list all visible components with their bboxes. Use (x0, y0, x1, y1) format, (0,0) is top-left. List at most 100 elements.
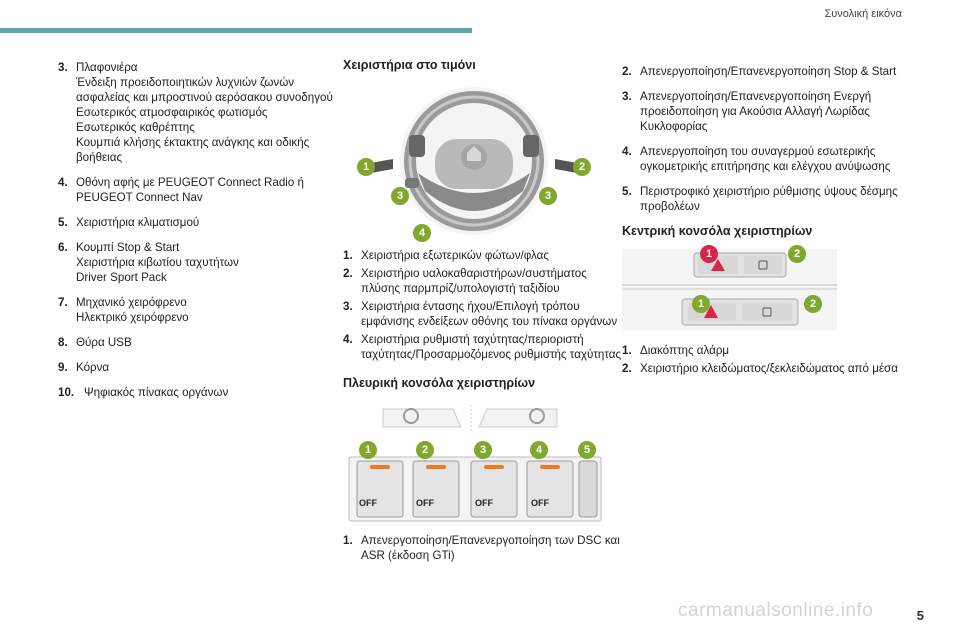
side-button-4 (526, 460, 574, 518)
steering-heading: Χειριστήρια στο τιμόνι (343, 58, 476, 72)
item-text: Χειριστήριο κλειδώματος/ξεκλειδώματος απ… (640, 361, 898, 376)
item-text: Χειριστήρια εξωτερικών φώτων/φλας (361, 248, 549, 263)
side-button-3 (470, 460, 518, 518)
item-text: Κόρνα (76, 360, 109, 375)
item-line: Driver Sport Pack (76, 271, 167, 284)
center-console-heading: Κεντρική κονσόλα χειριστηρίων (622, 224, 813, 238)
list-item: 2. Χειριστήριο υαλοκαθαριστήρων/συστήματο… (343, 266, 613, 296)
item-line: Κυκλοφορίας (640, 120, 708, 133)
side-button-1 (356, 460, 404, 518)
side-button-1-off: OFF (359, 498, 377, 508)
item-number: 4. (58, 176, 68, 189)
item-number: 1. (343, 249, 353, 262)
item-text: Θύρα USB (76, 335, 132, 350)
callout-3: 3 (391, 187, 409, 205)
center-callout-1-bottom: 1 (692, 295, 710, 313)
steering-wheel-illustration (343, 83, 605, 238)
item-number: 10. (58, 386, 75, 399)
item-text: Χειριστήρια έντασης ήχου/Επιλογή τρόπου ε… (361, 299, 617, 329)
right-column: 2. Απενεργοποίηση/Επανενεργοποίηση Stop &… (622, 64, 912, 379)
item-line: πλύσης παρμπρίζ/υπολογιστή ταξιδίου (361, 282, 560, 295)
list-item: 9. Κόρνα (58, 360, 328, 375)
item-line: προβολέων (640, 200, 700, 213)
item-line: Χειριστήρια έντασης ήχου/Επιλογή τρόπου (361, 300, 580, 313)
item-line: Ψηφιακός πίνακας οργάνων (84, 386, 229, 399)
item-line: Κουμπί Stop & Start (76, 241, 180, 254)
list-item: 1. Απενεργοποίηση/Επανενεργοποίηση των DS… (343, 533, 620, 563)
side-callout-5: 5 (578, 441, 596, 459)
page-number: 5 (916, 608, 924, 623)
list-item: 5.Περιστροφικό χειριστήριο ρύθμισης ύψου… (622, 184, 912, 214)
item-line: Χειριστήρια κιβωτίου ταχυτήτων (76, 256, 239, 269)
section-title: Συνολική εικόνα (824, 8, 902, 20)
header-accent-bar (0, 28, 472, 33)
item-line: ASR (έκδοση GTi) (361, 549, 455, 562)
item-line: Χειριστήρια εξωτερικών φώτων/φλας (361, 249, 549, 262)
item-line: Απενεργοποίηση/Επανενεργοποίηση των DSC … (361, 534, 620, 547)
center-callout-2-top: 2 (788, 245, 806, 263)
callout-4: 4 (413, 224, 431, 242)
callout-1: 1 (357, 158, 375, 176)
list-item: 2. Απενεργοποίηση/Επανενεργοποίηση Stop &… (622, 64, 912, 79)
item-line: Διακόπτης αλάρμ (640, 344, 730, 357)
item-line: εμφάνισης ενδείξεων οθόνης του πίνακα ορ… (361, 315, 618, 328)
side-callout-4: 4 (530, 441, 548, 459)
side-button-2-off: OFF (416, 498, 434, 508)
item-text: Απενεργοποίηση του συναγερμού εσωτερικής… (640, 144, 890, 174)
side-button-2 (412, 460, 460, 518)
center-list: 1. Διακόπτης αλάρμ 2. Χειριστήριο κλειδώματ… (622, 343, 912, 376)
item-line: Μηχανικό χειρόφρενο (76, 296, 187, 309)
item-line: ασφαλείας και μπροστινού αερόσακου συνοδ… (76, 91, 333, 104)
list-item: 1. Χειριστήρια εξωτερικών φώτων/φλας (343, 248, 613, 263)
item-number: 4. (343, 333, 353, 346)
item-number: 9. (58, 361, 68, 374)
list-item: 3. Χειριστήρια έντασης ήχου/Επιλογή τρόπο… (343, 299, 617, 329)
side-console-illustration (348, 405, 602, 522)
item-number: 2. (622, 362, 632, 375)
list-item: 2. Χειριστήριο κλειδώματος/ξεκλειδώματος … (622, 361, 912, 376)
side-list: 1. Απενεργοποίηση/Επανενεργοποίηση των DS… (343, 533, 620, 563)
list-item: 4. Οθόνη αφής με PEUGEOT Connect Radio ή P… (58, 175, 328, 205)
middle-column: Χειριστήρια στο τιμόνι 1 2 3 3 4 1.Χειρι… (343, 58, 621, 566)
side-button-3-off: OFF (475, 498, 493, 508)
item-line: Ηλεκτρικό χειρόφρενο (76, 311, 189, 324)
item-line: Ένδειξη προειδοποιητικών λυχνιών ζωνών (76, 76, 295, 89)
item-line: Εσωτερικός ατμοσφαιρικός φωτισμός (76, 106, 268, 119)
item-line: Περιστροφικό χειριστήριο ρύθμισης ύψους … (640, 185, 898, 198)
center-callout-1-top: 1 (700, 245, 718, 263)
item-line: PEUGEOT Connect Nav (76, 191, 203, 204)
headlamp-height-wheel (578, 460, 598, 518)
item-text: Χειριστήρια κλιματισμού (76, 215, 199, 230)
item-text: Απενεργοποίηση/Επανενεργοποίηση Stop & S… (640, 64, 896, 79)
item-number: 2. (622, 65, 632, 78)
item-line: ταχύτητας/Προσαρμοζόμενος ρυθμιστής ταχύ… (361, 348, 622, 361)
item-number: 1. (343, 534, 353, 547)
center-callout-2-bottom: 2 (804, 295, 822, 313)
callout-3: 3 (539, 187, 557, 205)
item-line: Απενεργοποίηση του συναγερμού εσωτερικής (640, 145, 876, 158)
item-line: προειδοποίηση για Ακούσια Αλλαγή Λωρίδας (640, 105, 870, 118)
led-indicator (370, 465, 390, 469)
list-item: 4.Απενεργοποίηση του συναγερμού εσωτερικ… (622, 144, 912, 174)
side-console-figure: 1 2 3 4 5 OFF OFF OFF OFF (343, 401, 605, 523)
item-number: 1. (622, 344, 632, 357)
side-console-heading: Πλευρική κονσόλα χειριστηρίων (343, 376, 536, 390)
list-item: 4.Χειριστήρια ρυθμιστή ταχύτητας/περιορι… (343, 332, 621, 362)
item-line: Κουμπιά κλήσης έκτακτης ανάγκης και οδικ… (76, 136, 310, 149)
item-number: 3. (58, 61, 68, 74)
led-indicator (540, 465, 560, 469)
item-line: Οθόνη αφής με PEUGEOT Connect Radio ή (76, 176, 304, 189)
item-line: Θύρα USB (76, 336, 132, 349)
list-item: 5.Χειριστήρια κλιματισμού (58, 215, 328, 230)
list-item: 3.Απενεργοποίηση/Επανενεργοποίηση Ενεργή… (622, 89, 912, 134)
item-number: 2. (343, 267, 353, 280)
item-number: 3. (343, 300, 353, 313)
item-line: ογκομετρικής επιτήρησης και ελέγχου ανύψ… (640, 160, 891, 173)
item-number: 8. (58, 336, 68, 349)
list-item: 8. Θύρα USB (58, 335, 328, 350)
